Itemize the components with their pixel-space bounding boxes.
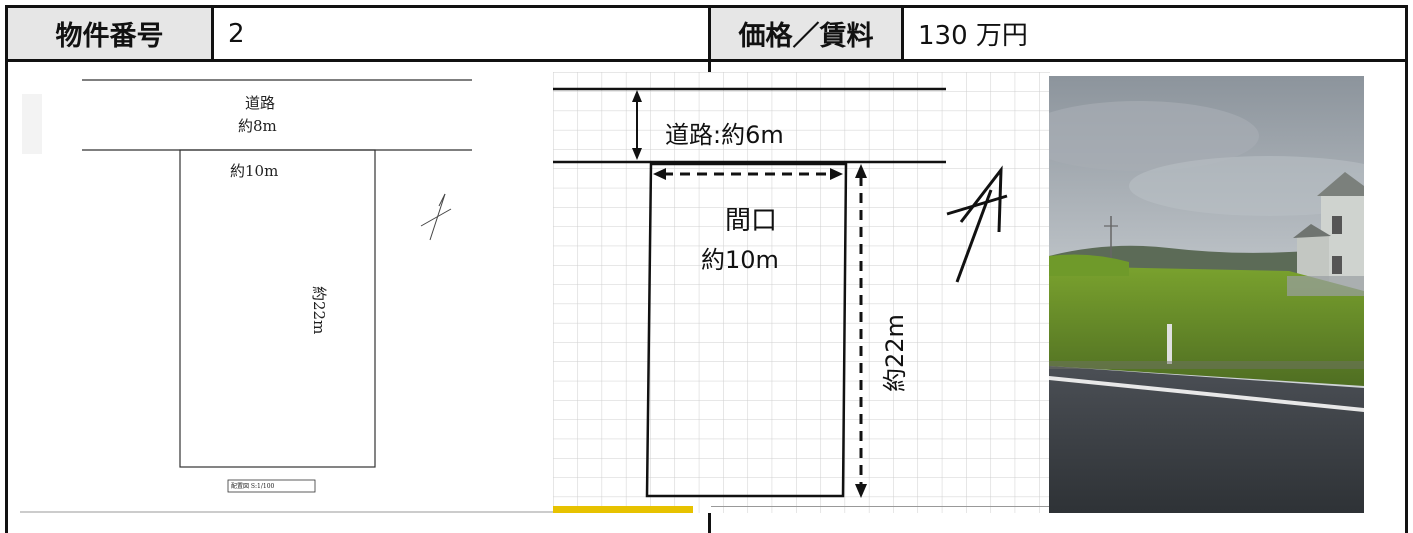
property-header-table: 物件番号 2 価格／賃料 130 万円: [5, 5, 1408, 62]
site-plan-printed-drawing: [20, 79, 560, 513]
scale-note: 配置図 S:1/100: [231, 483, 275, 490]
site-photo-image: [1049, 76, 1364, 513]
frame-left-border: [5, 62, 8, 533]
frontage-label: 約10m: [230, 162, 279, 180]
property-number-label: 物件番号: [8, 8, 211, 59]
road-label: 道路: [245, 94, 276, 112]
depth-label: 約22m: [310, 286, 328, 335]
divider: [211, 8, 214, 59]
site-photo: [1049, 76, 1364, 513]
price-value: 130 万円: [918, 21, 1028, 51]
frame-right-border: [1405, 62, 1408, 533]
road-width: 約8m: [238, 117, 277, 135]
road-width-sketch: 道路:約6m: [665, 121, 784, 149]
depth-label-sketch: 約22m: [881, 314, 909, 392]
cell-bottom-line: [711, 506, 1049, 507]
property-number-value: 2: [228, 18, 245, 49]
price-label: 価格／賃料: [711, 8, 901, 59]
frontage-value-sketch: 約10m: [701, 246, 779, 274]
site-plan-sketch-drawing: [553, 72, 1050, 513]
frontage-label-sketch: 間口: [725, 206, 778, 236]
site-plan-printed: 道路 約8m 約10m 約22m 配置図 S:1/100: [20, 72, 565, 517]
divider: [901, 8, 904, 59]
site-plan-sketch: 道路:約6m 間口 約10m 約22m: [553, 72, 1050, 513]
divider: [708, 8, 711, 59]
